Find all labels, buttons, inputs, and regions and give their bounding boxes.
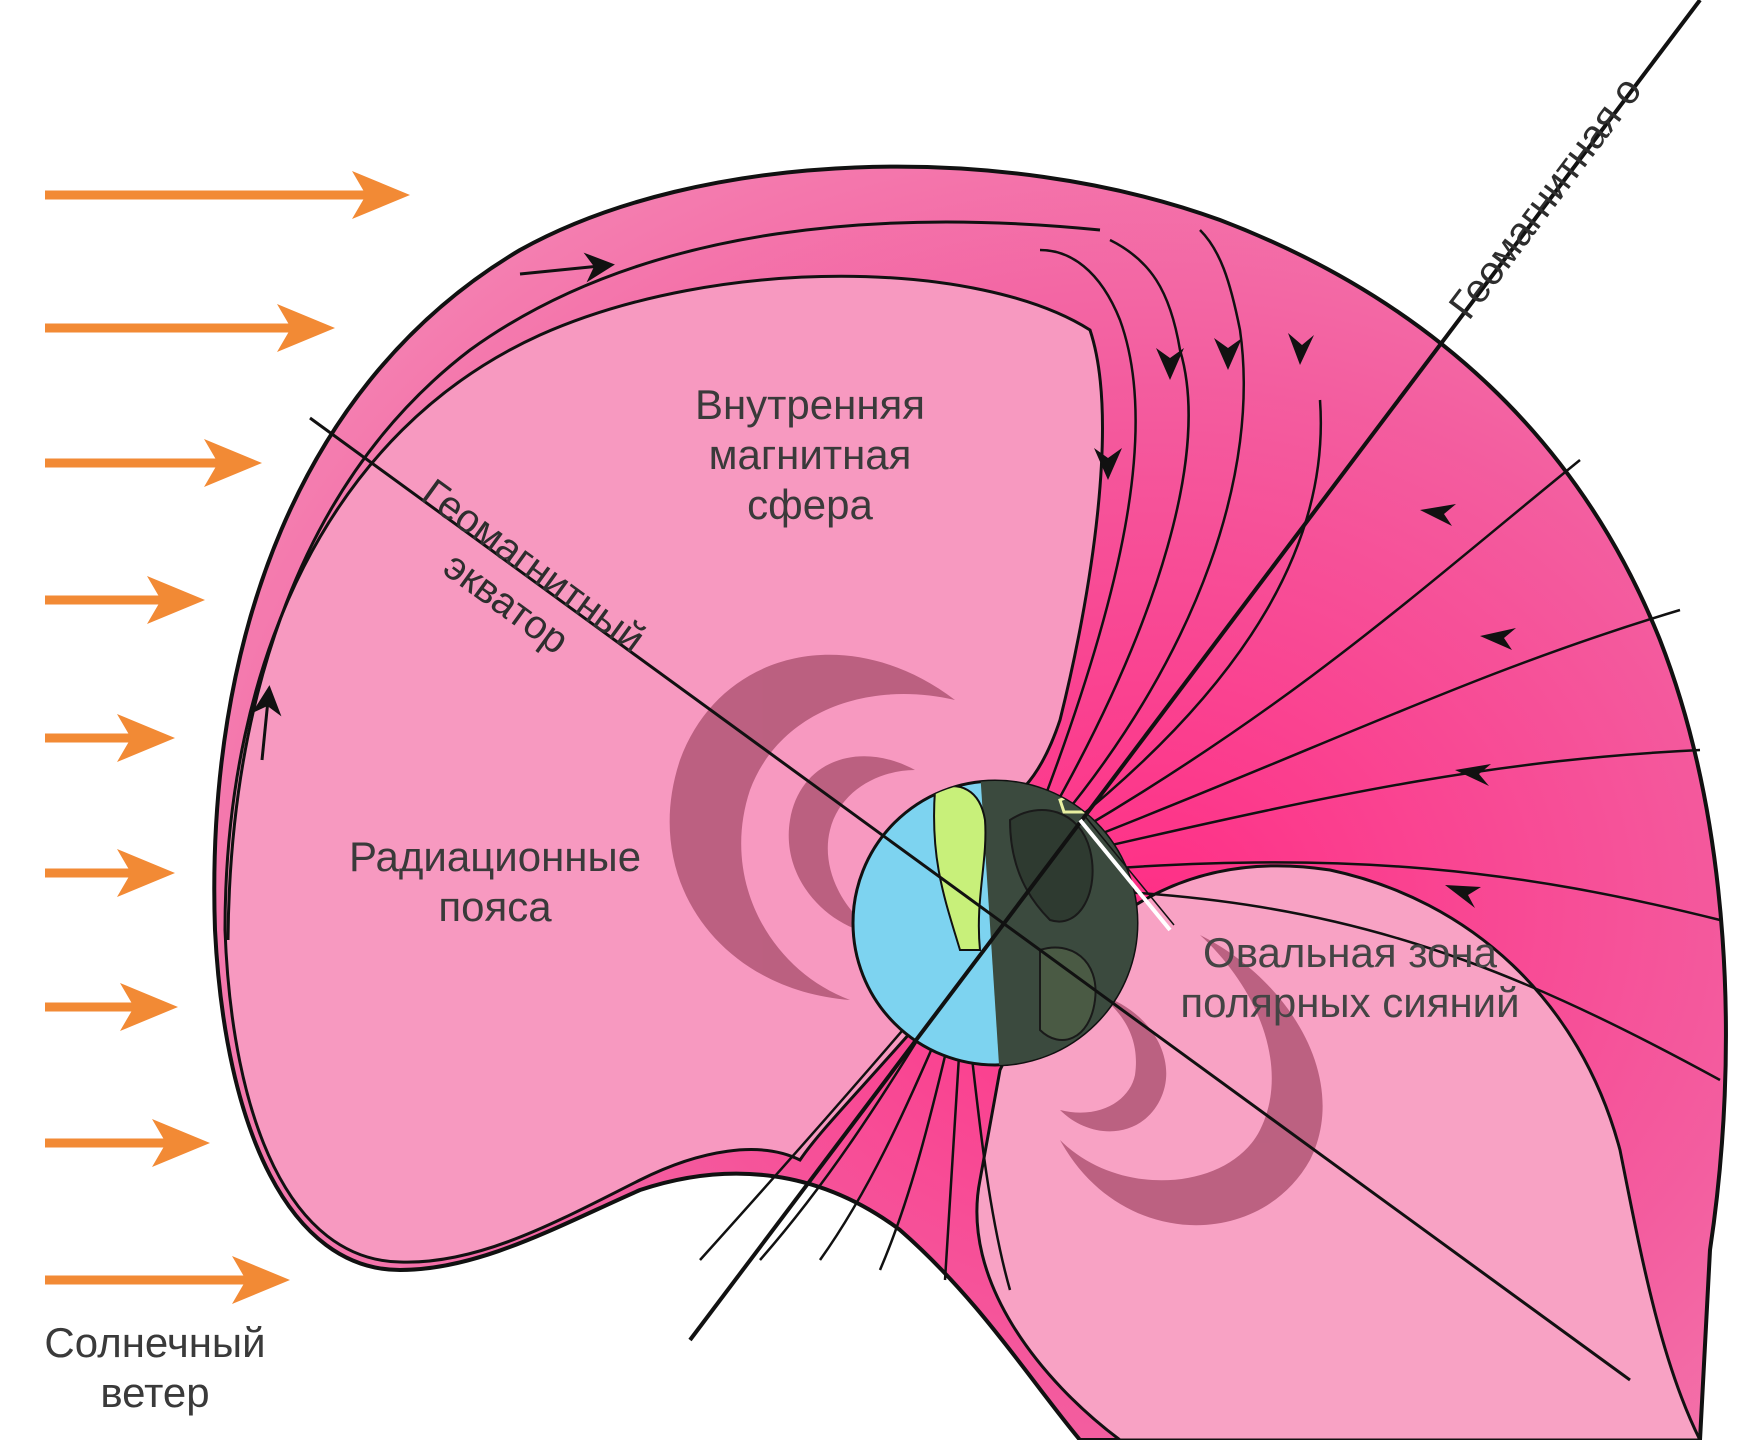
inner-magnetosphere-label: Внутренняя магнитная сфера — [640, 380, 980, 530]
solar-label-line-1: Солнечный — [10, 1318, 300, 1368]
inner-label-line-1: Внутренняя — [640, 380, 980, 430]
radiation-belts-label: Радиационные пояса — [310, 832, 680, 932]
aurora-label-line-2: полярных сияний — [1130, 978, 1570, 1028]
solar-wind-label: Солнечный ветер — [10, 1318, 300, 1418]
solar-label-line-2: ветер — [10, 1368, 300, 1418]
inner-label-line-3: сфера — [640, 480, 980, 530]
aurora-label-line-1: Овальная зона — [1130, 928, 1570, 978]
belts-label-line-1: Радиационные — [310, 832, 680, 882]
inner-label-line-2: магнитная — [640, 430, 980, 480]
belts-label-line-2: пояса — [310, 882, 680, 932]
auroral-oval-label: Овальная зона полярных сияний — [1130, 928, 1570, 1028]
